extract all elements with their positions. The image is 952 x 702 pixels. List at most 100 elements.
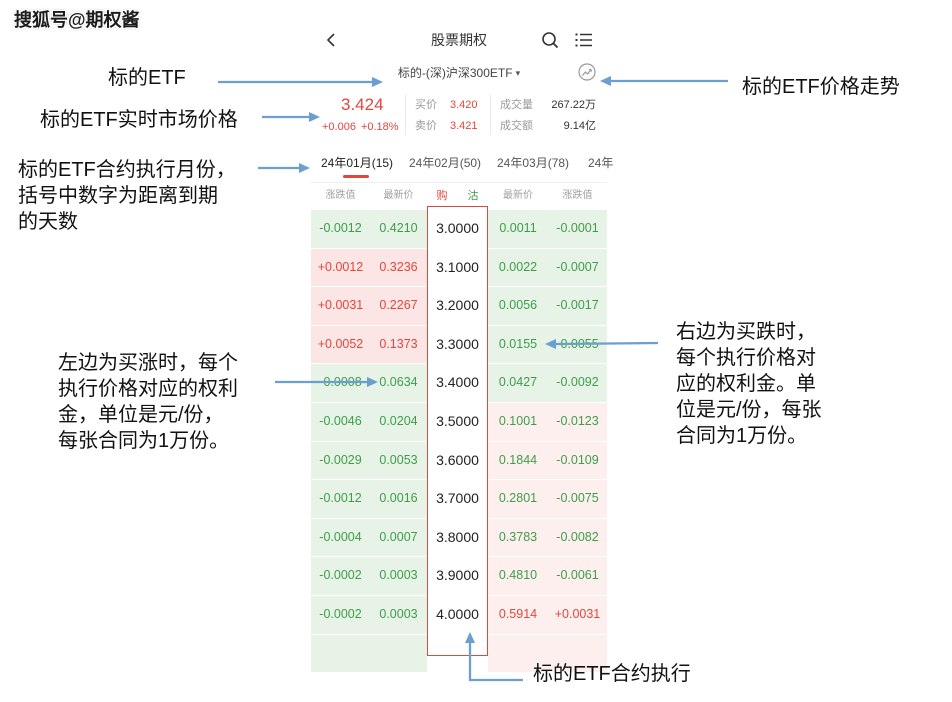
call-last-price-cell xyxy=(370,634,427,674)
strike-price-cell[interactable]: 3.7000 xyxy=(427,480,488,519)
call-change-cell[interactable]: -0.0004 xyxy=(311,518,370,558)
annotation-underlying-etf: 标的ETF xyxy=(108,67,186,89)
call-last-price-cell[interactable]: 0.0053 xyxy=(370,441,427,481)
put-change-cell[interactable]: -0.0061 xyxy=(548,557,607,596)
strike-price-cell[interactable]: 3.6000 xyxy=(427,441,488,481)
call-change-cell[interactable]: +0.0031 xyxy=(311,287,370,326)
call-change-cell[interactable]: -0.0012 xyxy=(311,210,370,249)
strike-price-cell[interactable]: 4.0000 xyxy=(427,595,488,635)
call-change-cell[interactable]: -0.0046 xyxy=(311,402,370,442)
call-last-price-cell[interactable]: 0.2267 xyxy=(370,287,427,326)
put-change-cell xyxy=(548,634,607,674)
change-percent: +0.18% xyxy=(360,121,399,133)
put-last-price-cell[interactable]: 0.0427 xyxy=(488,364,548,403)
put-last-price-cell[interactable]: 0.0155 xyxy=(488,325,548,365)
strike-price-cell[interactable]: 3.0000 xyxy=(427,210,488,249)
put-last-price-cell[interactable]: 0.0056 xyxy=(488,287,548,326)
put-header: 沽 xyxy=(467,190,479,202)
call-change-cell[interactable]: -0.0002 xyxy=(311,557,370,596)
call-last-price-cell[interactable]: 0.0016 xyxy=(370,480,427,519)
call-change-cell[interactable]: +0.0012 xyxy=(311,248,370,288)
chevron-left-icon[interactable] xyxy=(325,33,339,47)
annotation-line: 合同为1万份。 xyxy=(676,425,808,447)
call-last-price-cell[interactable]: 0.0634 xyxy=(370,364,427,403)
put-change-cell[interactable]: +0.0031 xyxy=(548,595,607,635)
strike-price-cell xyxy=(427,634,488,674)
call-last-price-cell[interactable]: 0.3236 xyxy=(370,248,427,288)
annotation-line: 左边为买涨时，每个 xyxy=(58,352,238,374)
put-last-price-cell[interactable]: 0.4810 xyxy=(488,557,548,596)
call-change-cell[interactable]: +0.0052 xyxy=(311,325,370,365)
call-last-price-cell[interactable]: 0.0007 xyxy=(370,518,427,558)
call-last-price-cell[interactable]: 0.0003 xyxy=(370,557,427,596)
strike-price-cell[interactable]: 3.3000 xyxy=(427,325,488,365)
put-change-header: 涨跌值 xyxy=(562,190,593,201)
arrow-to-month-tabs xyxy=(258,163,310,173)
call-last-price-cell[interactable]: 0.0003 xyxy=(370,595,427,635)
call-last-price-cell[interactable]: 0.0204 xyxy=(370,402,427,442)
tab-month-3[interactable]: 24年03月(78) xyxy=(497,156,570,170)
put-last-price-cell[interactable]: 0.5914 xyxy=(488,595,548,635)
put-change-cell[interactable]: -0.0055 xyxy=(548,325,607,365)
put-change-cell[interactable]: -0.0092 xyxy=(548,364,607,403)
annotation-line: 括号中数字为距离到期 xyxy=(18,185,218,207)
bid-price: 3.420 xyxy=(450,99,478,111)
call-change-cell[interactable]: -0.0029 xyxy=(311,441,370,481)
call-change-cell[interactable]: -0.0012 xyxy=(311,480,370,519)
put-change-cell[interactable]: -0.0109 xyxy=(548,441,607,481)
search-icon[interactable] xyxy=(541,31,559,49)
volume-label: 成交量 xyxy=(500,99,533,111)
put-last-price-cell[interactable]: 0.1844 xyxy=(488,441,548,481)
strike-price-cell[interactable]: 3.2000 xyxy=(427,287,488,326)
put-change-cell[interactable]: -0.0007 xyxy=(548,248,607,288)
strike-price-cell[interactable]: 3.1000 xyxy=(427,248,488,288)
annotation-line: 执行价格对应的权利 xyxy=(58,378,238,400)
put-change-cell[interactable]: -0.0001 xyxy=(548,210,607,249)
phone-screen: 股票期权 标的-(深)沪深300ETF▾ 3.424 +0.006+0.18% … xyxy=(311,25,613,674)
turnover-value: 9.14亿 xyxy=(563,120,596,132)
tab-month-4[interactable]: 24年 xyxy=(588,156,614,170)
strike-price-cell[interactable]: 3.4000 xyxy=(427,364,488,403)
put-change-cell[interactable]: -0.0082 xyxy=(548,518,607,558)
put-last-price-cell[interactable]: 0.0022 xyxy=(488,248,548,288)
underlying-selector[interactable]: 标的-(深)沪深300ETF▾ xyxy=(311,65,607,81)
put-last-price-cell[interactable]: 0.1001 xyxy=(488,402,548,442)
put-last-price-header: 最新价 xyxy=(503,190,533,201)
list-icon[interactable] xyxy=(575,32,593,48)
strike-price-cell[interactable]: 3.5000 xyxy=(427,402,488,442)
put-last-price-cell[interactable]: 0.2801 xyxy=(488,480,548,519)
put-change-cell[interactable]: -0.0075 xyxy=(548,480,607,519)
strike-price-cell[interactable]: 3.8000 xyxy=(427,518,488,558)
put-change-cell[interactable]: -0.0017 xyxy=(548,287,607,326)
underlying-label: 标的-(深)沪深300ETF xyxy=(397,66,513,80)
call-last-price-cell[interactable]: 0.1373 xyxy=(370,325,427,365)
strike-header: 购 沽 xyxy=(427,185,488,207)
tab-month-1[interactable]: 24年01月(15) xyxy=(321,156,394,170)
ask-label: 卖价 xyxy=(415,120,437,132)
put-last-price-cell[interactable]: 0.3783 xyxy=(488,518,548,558)
divider xyxy=(311,182,607,183)
put-last-price-cell[interactable]: 0.0011 xyxy=(488,210,548,249)
call-change-cell[interactable]: -0.0008 xyxy=(311,364,370,403)
trend-chart-icon[interactable] xyxy=(578,63,596,81)
annotation-strike-price: 标的ETF合约执行 xyxy=(533,663,691,685)
arrow-to-trend-icon xyxy=(600,76,728,86)
annotation-price-trend: 标的ETF价格走势 xyxy=(742,76,900,98)
annotation-line: 位是元/份，每张 xyxy=(676,399,822,421)
tab-month-2[interactable]: 24年02月(50) xyxy=(409,156,482,170)
strike-price-cell[interactable]: 3.9000 xyxy=(427,557,488,596)
call-change-cell[interactable]: -0.0002 xyxy=(311,595,370,635)
call-last-price-cell[interactable]: 0.4210 xyxy=(370,210,427,249)
put-change-cell[interactable]: -0.0123 xyxy=(548,402,607,442)
